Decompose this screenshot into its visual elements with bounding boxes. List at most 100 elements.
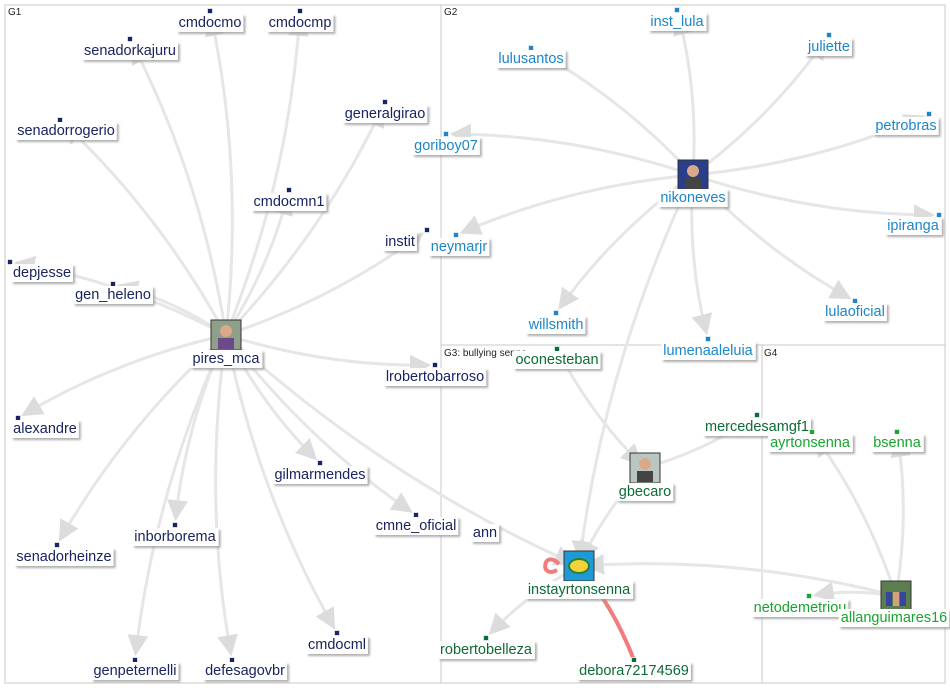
node-cmdocmp[interactable]: cmdocmp bbox=[267, 9, 334, 33]
node-label[interactable]: gen_heleno bbox=[75, 287, 151, 303]
node-marker[interactable] bbox=[414, 513, 419, 518]
node-marker[interactable] bbox=[433, 363, 438, 368]
node-marker[interactable] bbox=[55, 543, 60, 548]
node-label[interactable]: lulusantos bbox=[498, 51, 563, 67]
node-marker[interactable] bbox=[454, 233, 459, 238]
node-marker[interactable] bbox=[554, 311, 559, 316]
node-label[interactable]: willsmith bbox=[528, 317, 584, 333]
node-label[interactable]: senadorheinze bbox=[16, 549, 111, 565]
node-label[interactable]: pires_mca bbox=[193, 351, 261, 367]
node-marker[interactable] bbox=[810, 430, 815, 435]
node-label[interactable]: nikoneves bbox=[660, 190, 725, 206]
node-marker[interactable] bbox=[529, 46, 534, 51]
node-neymarjr[interactable]: neymarjr bbox=[429, 233, 490, 257]
node-label[interactable]: depjesse bbox=[13, 265, 71, 281]
node-hidden_ann[interactable]: ann bbox=[471, 524, 499, 542]
node-label[interactable]: alexandre bbox=[13, 421, 77, 437]
node-marker[interactable] bbox=[555, 347, 560, 352]
node-marker[interactable] bbox=[133, 658, 138, 663]
node-label[interactable]: lumenaaleluia bbox=[663, 343, 753, 359]
node-marker[interactable] bbox=[318, 461, 323, 466]
allanguimares16-avatar[interactable] bbox=[881, 581, 911, 611]
node-label[interactable]: ayrtonsenna bbox=[770, 435, 851, 451]
nikoneves-avatar[interactable] bbox=[678, 160, 708, 190]
node-label[interactable]: gbecaro bbox=[619, 484, 671, 500]
node-label[interactable]: cmdocmp bbox=[269, 15, 332, 31]
node-cmdocmo[interactable]: cmdocmo bbox=[177, 9, 244, 33]
node-cmne_oficial[interactable]: cmne_oficial bbox=[374, 513, 459, 536]
node-juliette[interactable]: juliette bbox=[805, 33, 852, 57]
node-willsmith[interactable]: willsmith bbox=[526, 311, 586, 335]
node-generalgirao[interactable]: generalgirao bbox=[343, 100, 428, 124]
node-inst_lula[interactable]: inst_lula bbox=[648, 8, 706, 32]
node-defesagovbr[interactable]: defesagovbr bbox=[203, 658, 287, 681]
node-marker[interactable] bbox=[706, 337, 711, 342]
node-marker[interactable] bbox=[484, 636, 489, 641]
node-marker[interactable] bbox=[425, 228, 430, 233]
node-label[interactable]: inborborema bbox=[134, 529, 216, 545]
node-label[interactable]: lulaoficial bbox=[825, 304, 885, 320]
node-label[interactable]: cmdocml bbox=[308, 637, 366, 653]
node-cmdocmn1[interactable]: cmdocmn1 bbox=[252, 188, 327, 212]
node-label[interactable]: genpeternelli bbox=[93, 663, 176, 679]
node-lulusantos[interactable]: lulusantos bbox=[496, 46, 565, 69]
gbecaro-avatar[interactable] bbox=[630, 453, 660, 483]
node-allanguimares16[interactable]: allanguimares16 bbox=[839, 581, 949, 627]
node-label[interactable]: netodemetriou bbox=[754, 600, 847, 616]
node-marker[interactable] bbox=[287, 188, 292, 193]
node-label[interactable]: gilmarmendes bbox=[274, 467, 365, 483]
node-cmdocml[interactable]: cmdocml bbox=[306, 631, 368, 655]
node-senadorrogerio[interactable]: senadorrogerio bbox=[15, 118, 117, 141]
node-marker[interactable] bbox=[927, 112, 932, 117]
node-inborborema[interactable]: inborborema bbox=[132, 523, 218, 547]
node-lumenaaleluia[interactable]: lumenaaleluia bbox=[661, 337, 755, 361]
node-netodemetriou[interactable]: netodemetriou bbox=[752, 594, 849, 618]
node-marker[interactable] bbox=[111, 282, 116, 287]
node-marker[interactable] bbox=[208, 9, 213, 14]
node-marker[interactable] bbox=[444, 132, 449, 137]
node-gilmarmendes[interactable]: gilmarmendes bbox=[272, 461, 367, 485]
pires_mca-avatar[interactable] bbox=[211, 320, 241, 350]
node-label[interactable]: petrobras bbox=[875, 118, 936, 134]
node-genpeternelli[interactable]: genpeternelli bbox=[91, 658, 178, 681]
node-label[interactable]: ipiranga bbox=[887, 218, 940, 234]
node-marker[interactable] bbox=[827, 33, 832, 38]
node-marker[interactable] bbox=[230, 658, 235, 663]
node-mercedesamgf1[interactable]: mercedesamgf1 bbox=[703, 413, 811, 437]
node-lulaoficial[interactable]: lulaoficial bbox=[823, 299, 887, 322]
node-bsenna[interactable]: bsenna bbox=[871, 430, 924, 453]
node-label[interactable]: goriboy07 bbox=[414, 138, 478, 154]
node-label[interactable]: cmne_oficial bbox=[376, 518, 457, 534]
node-petrobras[interactable]: petrobras bbox=[873, 112, 938, 136]
node-marker[interactable] bbox=[755, 413, 760, 418]
node-label[interactable]: generalgirao bbox=[345, 106, 426, 122]
node-marker[interactable] bbox=[298, 9, 303, 14]
node-label[interactable]: inst_lula bbox=[650, 14, 704, 30]
node-robertobelleza[interactable]: robertobelleza bbox=[438, 636, 535, 660]
node-senadorheinze[interactable]: senadorheinze bbox=[14, 543, 113, 567]
node-label[interactable]: allanguimares16 bbox=[841, 610, 947, 626]
node-label[interactable]: ann bbox=[473, 525, 497, 541]
node-marker[interactable] bbox=[335, 631, 340, 636]
node-instayrtonsenna[interactable]: instayrtonsenna bbox=[526, 551, 633, 599]
node-label[interactable]: bsenna bbox=[873, 435, 922, 451]
node-debora72174569[interactable]: debora72174569 bbox=[577, 658, 691, 681]
node-label[interactable]: lrobertobarroso bbox=[386, 369, 484, 385]
node-label[interactable]: debora72174569 bbox=[579, 663, 689, 679]
node-label[interactable]: cmdocmn1 bbox=[254, 194, 325, 210]
node-marker[interactable] bbox=[58, 118, 63, 123]
node-label[interactable]: oconesteban bbox=[515, 352, 598, 368]
node-marker[interactable] bbox=[8, 260, 13, 265]
node-marker[interactable] bbox=[16, 416, 21, 421]
node-marker[interactable] bbox=[383, 100, 388, 105]
node-alexandre[interactable]: alexandre bbox=[11, 416, 79, 439]
node-label[interactable]: juliette bbox=[807, 39, 850, 55]
node-marker[interactable] bbox=[895, 430, 900, 435]
node-label[interactable]: senadorkajuru bbox=[84, 43, 176, 59]
node-marker[interactable] bbox=[173, 523, 178, 528]
instayrtonsenna-avatar[interactable] bbox=[564, 551, 594, 581]
node-label[interactable]: senadorrogerio bbox=[17, 123, 115, 139]
node-label[interactable]: cmdocmo bbox=[179, 15, 242, 31]
node-marker[interactable] bbox=[632, 658, 637, 663]
node-label[interactable]: defesagovbr bbox=[205, 663, 285, 679]
